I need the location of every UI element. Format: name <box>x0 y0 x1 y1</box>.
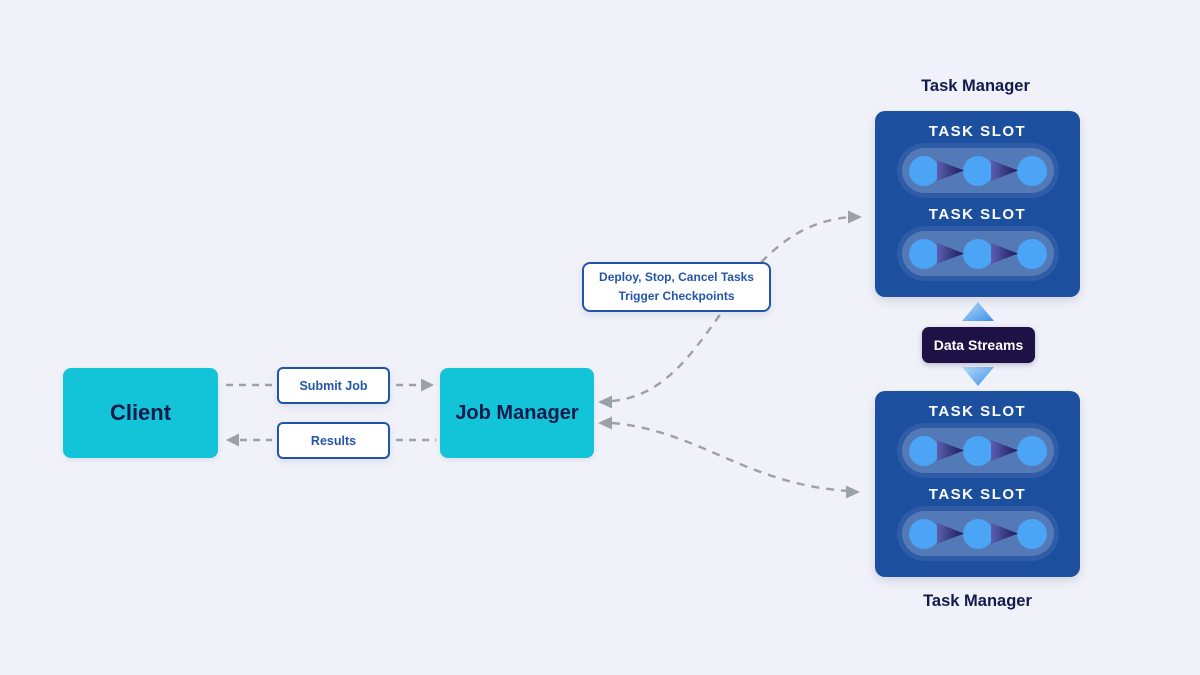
task-dot-icon <box>962 518 993 549</box>
task-slot-pill <box>901 511 1054 556</box>
job-manager-label: Job Manager <box>455 401 579 424</box>
arrowhead-into-task-manager-top-icon <box>848 210 862 224</box>
deploy-note: Deploy, Stop, Cancel Tasks Trigger Check… <box>582 262 771 312</box>
arrowhead-into-task-manager-bottom-icon <box>846 485 860 499</box>
results-node: Results <box>277 422 390 459</box>
task-flow-arrow-icon <box>991 440 1018 461</box>
deploy-note-line-2: Trigger Checkpoints <box>618 289 735 303</box>
task-manager-top-node: TASK SLOT TASK SLOT <box>875 111 1080 297</box>
task-slot-label: TASK SLOT <box>928 486 1027 503</box>
task-dot-icon <box>1016 238 1047 269</box>
submit-job-label: Submit Job <box>299 378 368 393</box>
task-dot-icon <box>908 155 939 186</box>
task-dot-icon <box>962 238 993 269</box>
task-flow-arrow-icon <box>991 523 1018 544</box>
task-flow-arrow-icon <box>937 440 964 461</box>
task-slot-label: TASK SLOT <box>928 206 1027 223</box>
task-dot-icon <box>1016 518 1047 549</box>
data-stream-down-arrow-icon <box>962 367 994 386</box>
job-manager-node: Job Manager <box>440 368 594 458</box>
data-streams-badge: Data Streams <box>922 327 1035 363</box>
data-stream-up-arrow-icon <box>962 302 994 321</box>
data-streams-label: Data Streams <box>933 337 1024 353</box>
arrowhead-into-job-manager-icon <box>421 378 434 392</box>
task-flow-arrow-icon <box>991 243 1018 264</box>
client-label: Client <box>109 400 172 425</box>
task-flow-arrow-icon <box>937 523 964 544</box>
arrowhead-into-job-manager-top-icon <box>598 395 612 409</box>
task-slot-pill <box>901 231 1054 276</box>
task-flow-arrow-icon <box>937 243 964 264</box>
task-dot-icon <box>1016 155 1047 186</box>
task-dot-icon <box>908 518 939 549</box>
task-slot-pill <box>901 428 1054 473</box>
task-flow-arrow-icon <box>937 160 964 181</box>
task-dot-icon <box>962 435 993 466</box>
client-node: Client <box>63 368 218 458</box>
deploy-note-line-1: Deploy, Stop, Cancel Tasks <box>599 270 754 285</box>
task-dot-icon <box>1016 435 1047 466</box>
submit-job-node: Submit Job <box>277 367 390 404</box>
task-manager-bottom-node: TASK SLOT TASK SLOT <box>875 391 1080 577</box>
arrowhead-into-job-manager-bottom-icon <box>598 416 612 430</box>
task-slot-label: TASK SLOT <box>928 403 1027 420</box>
task-dot-icon <box>908 238 939 269</box>
task-manager-top-title: Task Manager <box>921 77 1030 95</box>
arrow-job-manager-to-task-manager-bottom <box>611 421 849 493</box>
task-dot-icon <box>962 155 993 186</box>
arrowhead-into-client-icon <box>226 433 239 447</box>
results-label: Results <box>310 433 357 448</box>
task-flow-arrow-icon <box>991 160 1018 181</box>
task-manager-bottom-title: Task Manager <box>923 592 1032 610</box>
task-dot-icon <box>908 435 939 466</box>
task-slot-pill <box>901 148 1054 193</box>
task-slot-label: TASK SLOT <box>928 123 1027 140</box>
